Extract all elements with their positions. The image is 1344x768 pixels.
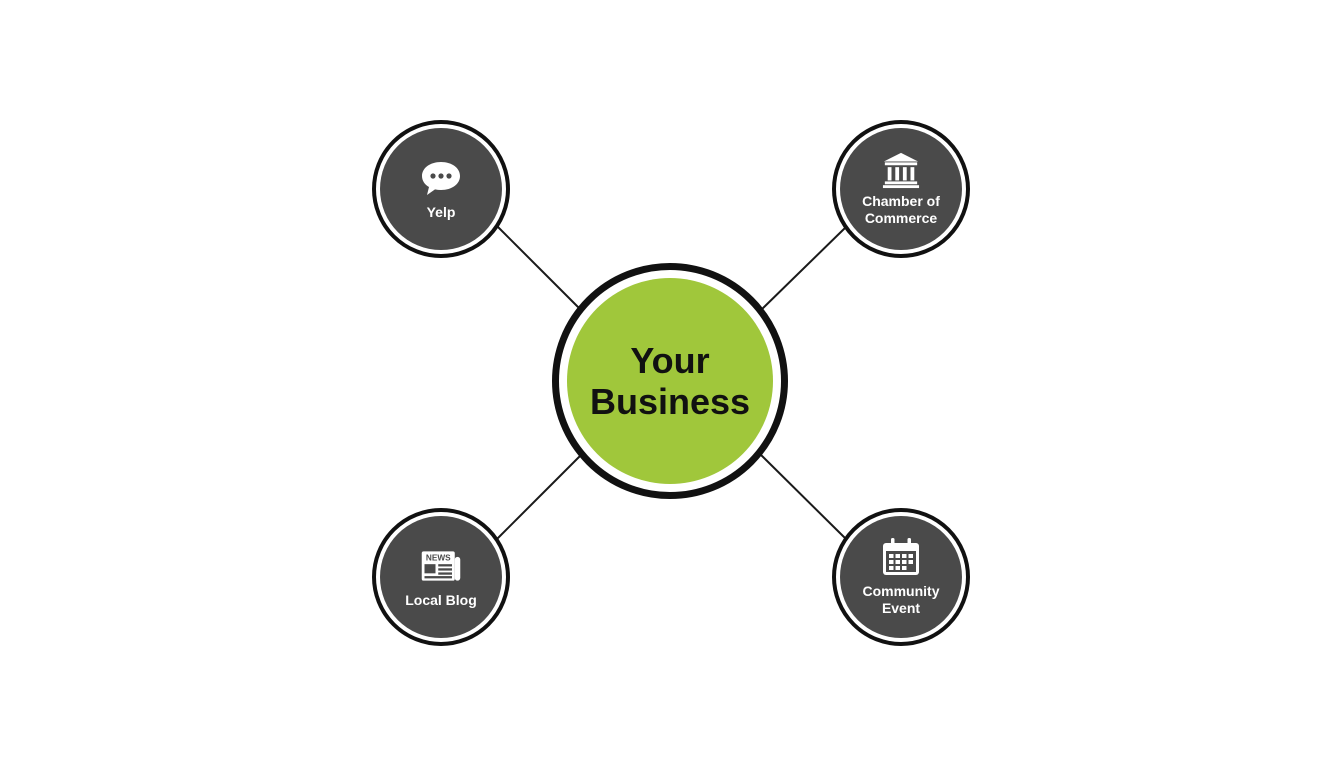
connector-yelp	[496, 225, 584, 313]
node-yelp-fill: Yelp	[380, 128, 502, 250]
connector-event	[758, 452, 847, 540]
node-blog-label: Local Blog	[405, 591, 477, 608]
speech-bubble-icon	[422, 161, 460, 195]
node-local-blog: NEWS Local Blog	[372, 508, 510, 646]
node-event-label: Community Event	[862, 583, 940, 616]
node-chamber-fill: Chamber of Commerce	[840, 128, 962, 250]
newspaper-icon-text: NEWS	[426, 553, 451, 562]
calendar-icon	[883, 538, 919, 575]
connector-blog	[496, 452, 584, 540]
node-yelp-label: Yelp	[426, 203, 456, 220]
node-yelp: Yelp	[372, 120, 510, 258]
node-event-fill: Community Event	[840, 516, 962, 638]
node-community-event: Community Event	[832, 508, 970, 646]
newspaper-icon: NEWS	[421, 550, 461, 581]
connector-chamber	[758, 226, 847, 313]
center-node-your-business: Your Business	[552, 263, 788, 499]
bank-building-icon	[882, 152, 920, 189]
node-chamber-label: Chamber of Commerce	[862, 193, 940, 226]
center-node-label: Your Business	[589, 340, 751, 422]
center-node-fill: Your Business	[567, 278, 773, 484]
node-blog-fill: NEWS Local Blog	[380, 516, 502, 638]
node-chamber-of-commerce: Chamber of Commerce	[832, 120, 970, 258]
